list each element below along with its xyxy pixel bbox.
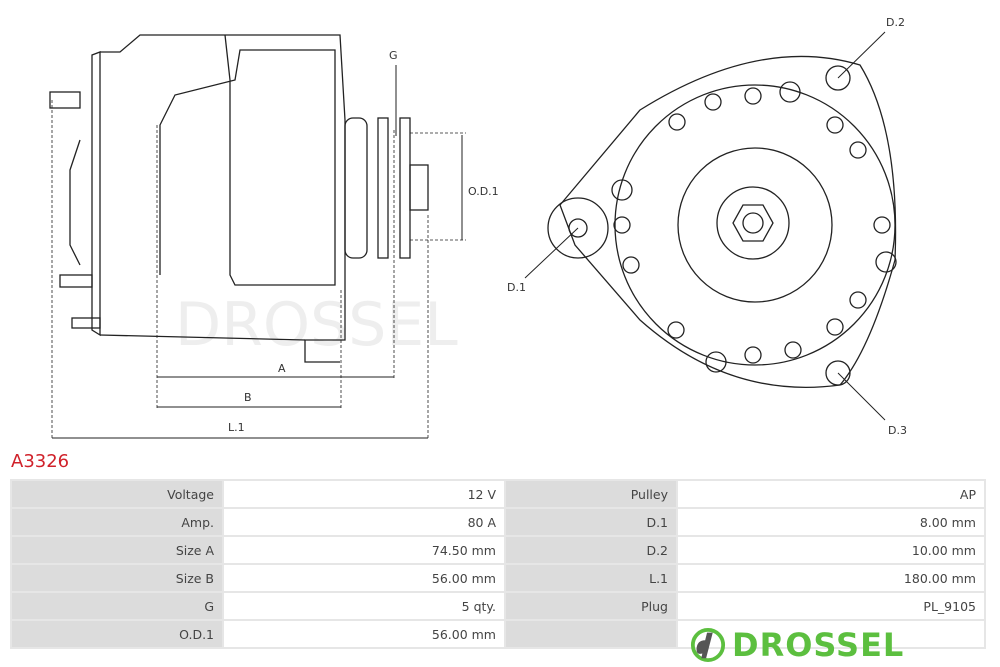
spec-label: Pulley bbox=[506, 481, 676, 507]
spec-label: D.2 bbox=[506, 537, 676, 563]
label-a: A bbox=[278, 362, 286, 375]
spec-value: 80 A bbox=[224, 509, 504, 535]
label-g: G bbox=[389, 49, 398, 62]
spec-value: AP bbox=[678, 481, 984, 507]
label-b: B bbox=[244, 391, 252, 404]
side-view bbox=[49, 34, 429, 363]
label-d3: D.3 bbox=[888, 424, 907, 437]
alternator-technical-drawing: DROSSEL G O.D.1 A B L.1 bbox=[49, 16, 907, 440]
spec-label: L.1 bbox=[506, 565, 676, 591]
label-d1: D.1 bbox=[507, 281, 526, 294]
spec-label: Plug bbox=[506, 593, 676, 619]
spec-label: D.1 bbox=[506, 509, 676, 535]
spec-label: Size A bbox=[12, 537, 222, 563]
spec-value: 10.00 mm bbox=[678, 537, 984, 563]
front-view bbox=[547, 55, 897, 388]
drossel-logo: DROSSEL bbox=[690, 627, 904, 663]
dimension-arrows bbox=[52, 65, 463, 439]
label-d2: D.2 bbox=[886, 16, 905, 29]
spec-label: Size B bbox=[12, 565, 222, 591]
part-number: A3326 bbox=[11, 451, 70, 472]
spec-value bbox=[678, 621, 984, 647]
spec-value: 74.50 mm bbox=[224, 537, 504, 563]
spec-value: 8.00 mm bbox=[678, 509, 984, 535]
front-leaders bbox=[524, 31, 886, 421]
spec-label bbox=[506, 621, 676, 647]
spec-label: Voltage bbox=[12, 481, 222, 507]
spec-value: PL_9105 bbox=[678, 593, 984, 619]
logo-d-icon bbox=[690, 627, 726, 663]
dimension-lines bbox=[51, 100, 466, 440]
watermark: DROSSEL bbox=[175, 290, 458, 360]
spec-value: 56.00 mm bbox=[224, 565, 504, 591]
logo-text: DROSSEL bbox=[732, 626, 905, 664]
spec-value: 180.00 mm bbox=[678, 565, 984, 591]
spec-value: 56.00 mm bbox=[224, 621, 504, 647]
label-l1: L.1 bbox=[228, 421, 245, 434]
spec-value: 12 V bbox=[224, 481, 504, 507]
spec-label: Amp. bbox=[12, 509, 222, 535]
spec-label: O.D.1 bbox=[12, 621, 222, 647]
spec-label: G bbox=[12, 593, 222, 619]
label-od1: O.D.1 bbox=[468, 185, 499, 198]
spec-value: 5 qty. bbox=[224, 593, 504, 619]
